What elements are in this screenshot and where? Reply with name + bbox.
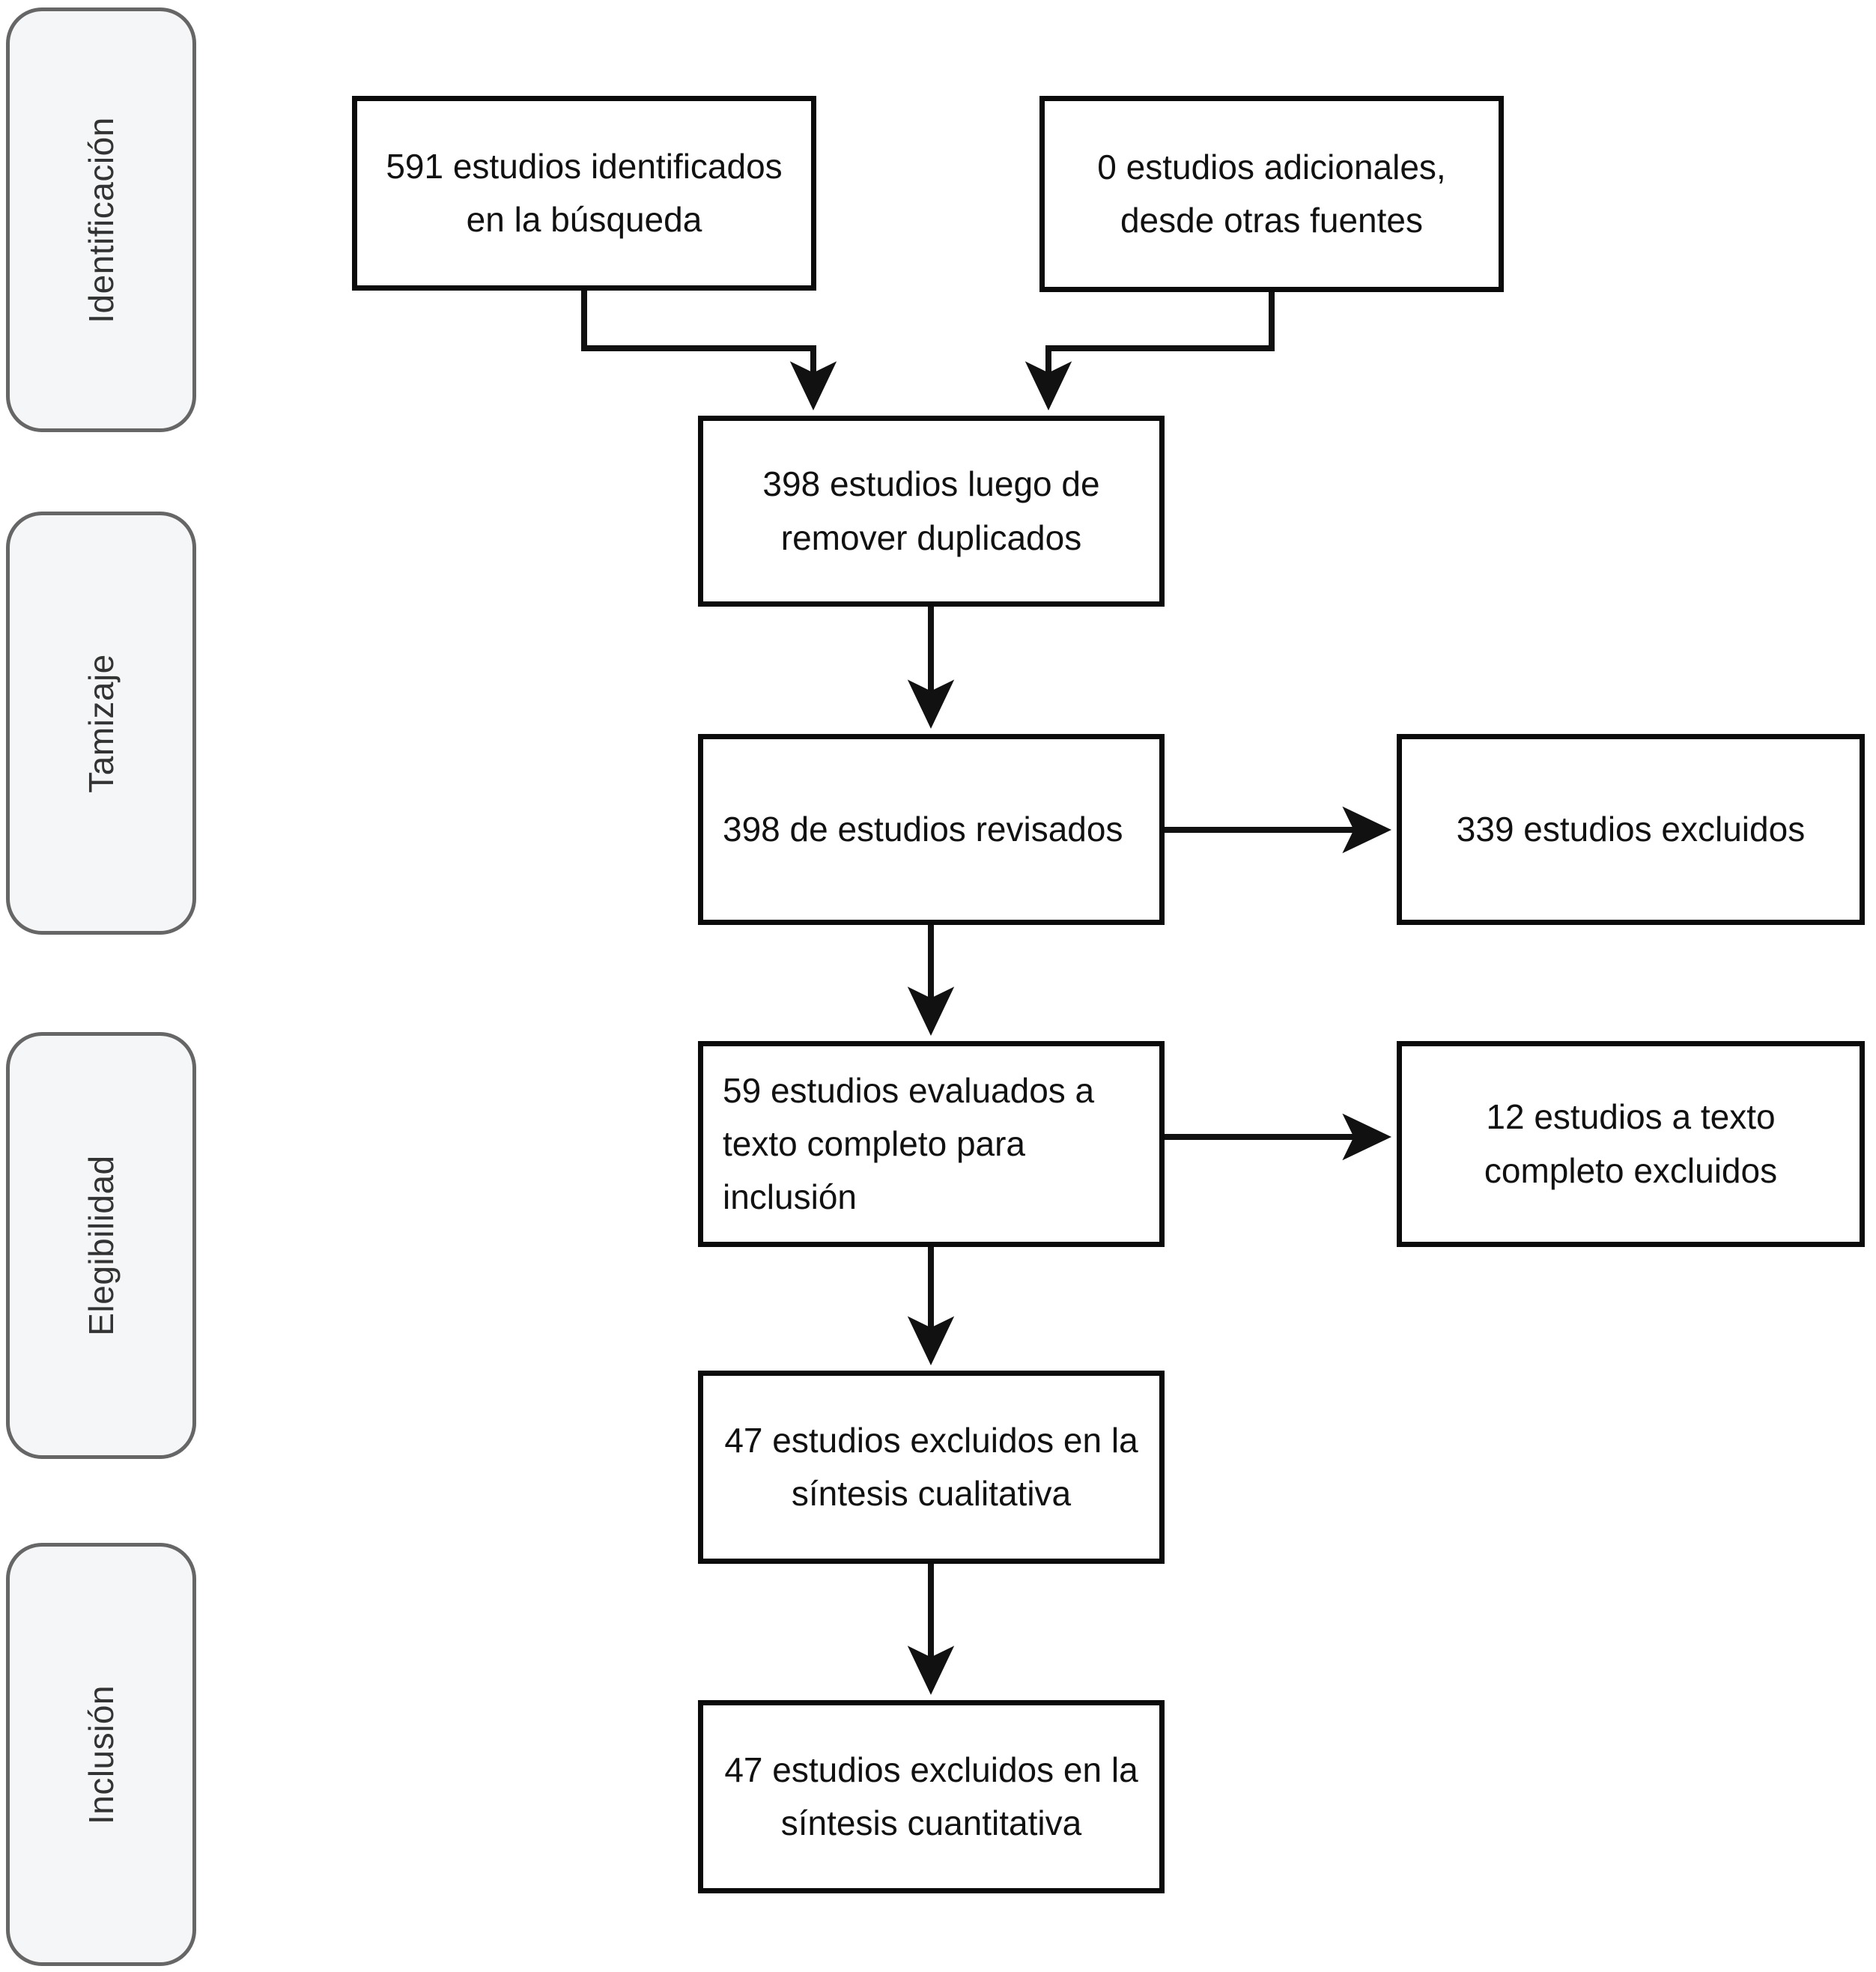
stage-label-identificacion: Identificación (82, 116, 121, 324)
box-screening-excluded: 339 estudios excluidos (1397, 734, 1865, 925)
stage-label-inclusion: Inclusión (82, 1684, 121, 1824)
connector-additional-to-duplicates (1024, 292, 1275, 410)
box-additional-sources-text: 0 estudios adicionales, desde otras fuen… (1097, 147, 1446, 240)
box-screened-text: 398 de estudios revisados (723, 809, 1123, 849)
box-qualitative-synthesis: 47 estudios excluidos en la síntesis cua… (698, 1371, 1165, 1564)
box-quantitative-synthesis-text: 47 estudios excluidos en la síntesis cua… (724, 1750, 1138, 1842)
box-fulltext-assessed-text: 59 estudios evaluados a texto completo p… (723, 1070, 1095, 1217)
box-screened: 398 de estudios revisados (698, 734, 1165, 925)
connector-identified-to-duplicates (581, 291, 837, 410)
box-fulltext-excluded-text: 12 estudios a texto completo excluidos (1484, 1097, 1778, 1190)
box-fulltext-assessed: 59 estudios evaluados a texto completo p… (698, 1041, 1165, 1247)
stage-panel-identificacion: Identificación (6, 7, 196, 432)
box-qualitative-synthesis-text: 47 estudios excluidos en la síntesis cua… (724, 1420, 1138, 1513)
box-identified: 591 estudios identificados en la búsqued… (352, 96, 816, 291)
box-additional-sources: 0 estudios adicionales, desde otras fuen… (1039, 96, 1504, 292)
stage-panel-elegibilidad: Elegibilidad (6, 1032, 196, 1459)
box-screening-excluded-text: 339 estudios excluidos (1456, 809, 1806, 849)
stage-panel-tamizaje: Tamizaje (6, 512, 196, 935)
box-duplicates-removed-text: 398 estudios luego de remover duplicados (762, 464, 1100, 557)
box-identified-text: 591 estudios identificados en la búsqued… (386, 146, 783, 239)
stage-panel-inclusion: Inclusión (6, 1543, 196, 1966)
box-fulltext-excluded: 12 estudios a texto completo excluidos (1397, 1041, 1865, 1247)
box-quantitative-synthesis: 47 estudios excluidos en la síntesis cua… (698, 1700, 1165, 1893)
stage-label-tamizaje: Tamizaje (82, 653, 121, 793)
stage-label-elegibilidad: Elegibilidad (82, 1155, 121, 1336)
box-duplicates-removed: 398 estudios luego de remover duplicados (698, 416, 1165, 607)
